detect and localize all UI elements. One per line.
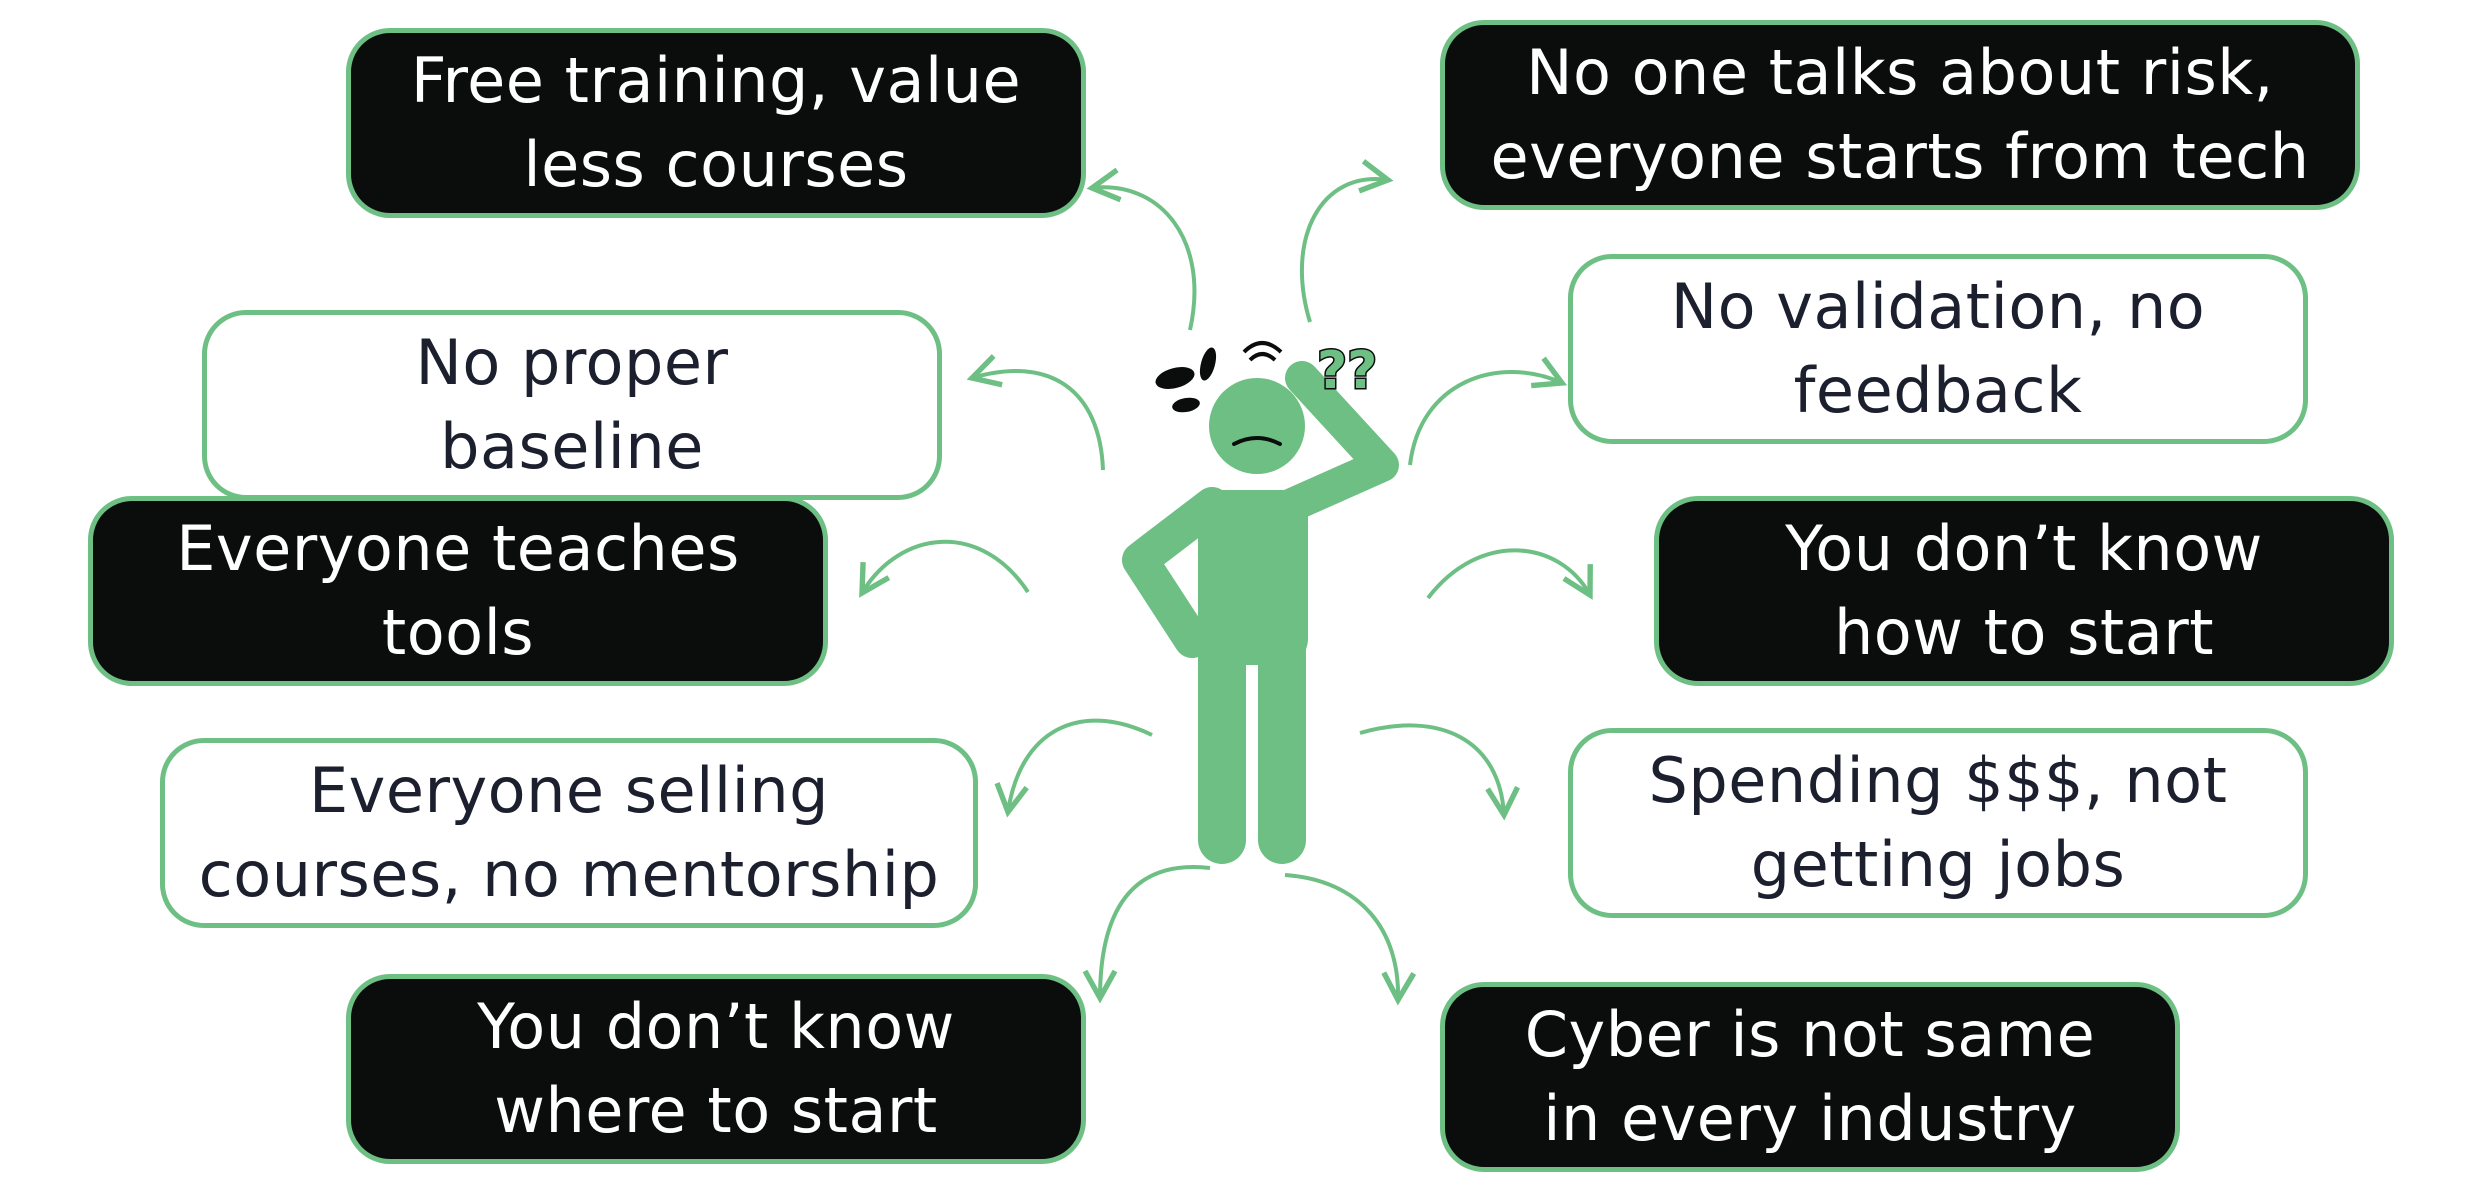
box-line: No one talks about risk, <box>1526 36 2274 109</box>
box-line: Free training, value <box>410 44 1022 117</box>
box-no-validation: No validation, no feedback <box>1568 254 2308 444</box>
box-no-risk: No one talks about risk, everyone starts… <box>1440 20 2360 210</box>
box-line: feedback <box>1793 354 2083 427</box>
arrow-to-no-validation <box>1408 356 1568 466</box>
box-line: where to start <box>494 1074 938 1147</box>
box-line: Everyone teaches <box>176 512 740 585</box>
arrow-to-where-to-start <box>1082 865 1211 1004</box>
arrow-to-no-risk <box>1300 159 1394 323</box>
box-teaches-tools: Everyone teaches tools <box>88 496 828 686</box>
box-line: less courses <box>523 128 909 201</box>
arrow-to-selling-courses <box>994 718 1153 818</box>
box-spending: Spending $$$, not getting jobs <box>1568 728 2308 918</box>
box-free-training: Free training, value less courses <box>346 28 1086 218</box>
question-marks: ?? <box>1317 341 1377 401</box>
worry-lines-icon <box>1242 341 1283 362</box>
box-line: Spending $$$, not <box>1648 744 2228 817</box>
sweat-drops-icon <box>1155 347 1217 413</box>
box-line: Everyone selling <box>308 754 830 827</box>
arrow-to-spending <box>1359 723 1520 821</box>
box-line: No validation, no <box>1670 270 2206 343</box>
arrow-to-no-baseline <box>966 354 1105 471</box>
box-cyber-industry: Cyber is not same in every industry <box>1440 982 2180 1172</box>
arrow-to-teaches-tools <box>859 539 1030 598</box>
box-no-baseline: No proper baseline <box>202 310 942 500</box>
box-line: everyone starts from tech <box>1490 120 2310 193</box>
box-line: You don’t know <box>477 990 955 1063</box>
arrow-to-cyber-industry <box>1284 873 1417 1006</box>
arrow-to-free-training <box>1086 167 1197 331</box>
box-line: how to start <box>1834 596 2214 669</box>
box-how-to-start: You don’t know how to start <box>1654 496 2394 686</box>
box-line: baseline <box>440 410 704 483</box>
confused-person-icon <box>1122 361 1399 864</box>
box-line: You don’t know <box>1785 512 2263 585</box>
arrow-to-how-to-start <box>1426 548 1593 600</box>
box-where-to-start: You don’t know where to start <box>346 974 1086 1164</box>
box-selling-courses: Everyone selling courses, no mentorship <box>160 738 978 928</box>
box-line: in every industry <box>1543 1082 2077 1155</box>
box-line: courses, no mentorship <box>198 838 940 911</box>
box-line: tools <box>381 596 535 669</box>
box-line: getting jobs <box>1750 828 2126 901</box>
box-line: No proper <box>415 326 729 399</box>
box-line: Cyber is not same <box>1524 998 2096 1071</box>
